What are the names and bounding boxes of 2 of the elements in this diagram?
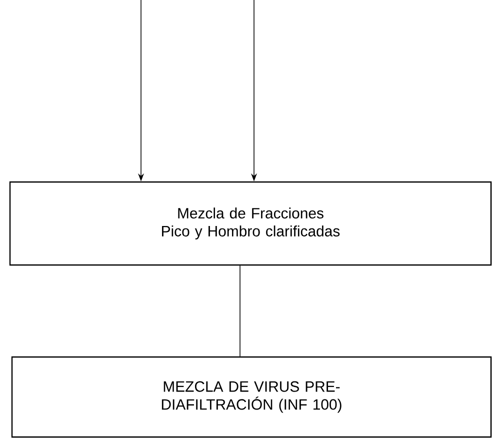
process-box: Mezcla de Fracciones Pico y Hombro clarificadas: [9, 181, 492, 266]
process-box: MEZCLA DE VIRUS PRE-DIAFILTRACIÓN (INF 100): [11, 356, 492, 438]
